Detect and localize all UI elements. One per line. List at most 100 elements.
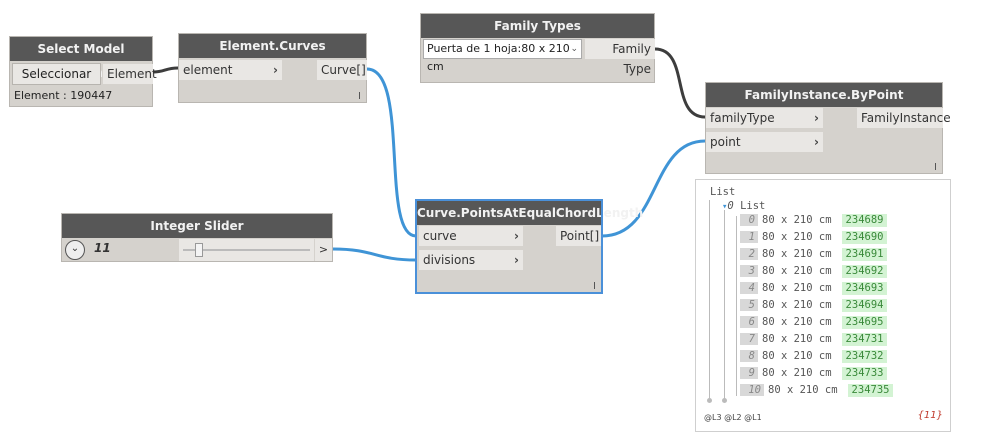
input-port-element[interactable]: element › (179, 60, 282, 80)
slider-track-area[interactable] (179, 239, 314, 261)
list-item-index: 7 (740, 333, 758, 345)
wire-element-to-curves[interactable] (152, 66, 179, 74)
list-item[interactable]: 0 80 x 210 cm 234689 (740, 212, 888, 228)
input-port-family-type[interactable]: familyType › (706, 108, 823, 128)
element-id-badge[interactable]: 234731 (841, 332, 888, 346)
watch-preview-panel[interactable]: List ▾0 List 0 80 x 210 cm 234689 1 80 x 210… (695, 179, 951, 432)
list-item[interactable]: 3 80 x 210 cm 234692 (740, 263, 888, 279)
list-item-name: 80 x 210 cm (762, 231, 832, 243)
list-item-index: 3 (740, 265, 758, 277)
tree-dot-l2 (722, 398, 727, 403)
element-id-badge[interactable]: 234689 (841, 213, 888, 227)
seleccionar-button[interactable]: Seleccionar (12, 63, 101, 85)
chevron-down-icon: ⌄ (570, 44, 578, 54)
slider-step-button[interactable]: > (315, 239, 332, 261)
select-model-element-node[interactable]: Select Model Element Seleccionar Element… (9, 36, 157, 107)
list-levels: @L3 @L2 @L1 (704, 413, 762, 422)
element-id-badge[interactable]: 234695 (841, 315, 888, 329)
list-item[interactable]: 7 80 x 210 cm 234731 (740, 331, 888, 347)
element-id-badge[interactable]: 234735 (847, 383, 894, 397)
input-port-divisions[interactable]: divisions › (419, 250, 523, 270)
element-id-badge[interactable]: 234732 (841, 349, 888, 363)
list-item[interactable]: 2 80 x 210 cm 234691 (740, 246, 888, 262)
list-item-index: 10 (740, 384, 764, 396)
wire-familytype-to-bypoint[interactable] (654, 47, 706, 119)
element-id-badge[interactable]: 234691 (841, 247, 888, 261)
root-list-label: List (710, 186, 736, 198)
list-item-index: 2 (740, 248, 758, 260)
chevron-right-icon: › (514, 229, 519, 243)
element-id-badge[interactable]: 234690 (841, 230, 888, 244)
family-type-dropdown[interactable]: Puerta de 1 hoja:80 x 210 cm ⌄ (423, 39, 582, 73)
node-title: Select Model Element (10, 37, 152, 80)
element-curves-node[interactable]: Element.Curves element › Curve[] (178, 33, 367, 103)
expand-toggle[interactable]: ⌄ (65, 240, 85, 260)
list-item-name: 80 x 210 cm (762, 333, 832, 345)
wire-curves-to-chord[interactable] (366, 67, 417, 238)
output-port-point[interactable]: Point[] (556, 226, 601, 246)
port-label: familyType (710, 111, 775, 125)
list-item[interactable]: 4 80 x 210 cm 234693 (740, 280, 888, 296)
tree-dot-l3 (707, 398, 712, 403)
integer-slider-node[interactable]: Integer Slider ⌄ 11 > (61, 213, 333, 262)
chevron-right-icon: > (318, 243, 329, 256)
node-title: Curve.PointsAtEqualChordLength (417, 201, 643, 225)
chevron-right-icon: › (814, 111, 819, 125)
list-item-name: 80 x 210 cm (762, 299, 832, 311)
list-item-index: 6 (740, 316, 758, 328)
list-item[interactable]: 5 80 x 210 cm 234694 (740, 297, 888, 313)
output-port-family-instance[interactable]: FamilyInstance (857, 108, 951, 128)
port-label: point (710, 135, 741, 149)
port-label: element (183, 63, 233, 77)
node-title: Element.Curves (179, 34, 366, 58)
chevron-right-icon: › (273, 63, 278, 77)
points-at-equal-chord-length-node[interactable]: Curve.PointsAtEqualChordLength curve › d… (415, 199, 643, 294)
collapse-arrow-icon[interactable]: ▾ (722, 202, 728, 212)
list-item[interactable]: 6 80 x 210 cm 234695 (740, 314, 888, 330)
resize-grip-icon[interactable] (359, 92, 360, 99)
tree-line-l3 (709, 200, 710, 400)
list-item-index: 5 (740, 299, 758, 311)
element-id-badge[interactable]: 234693 (841, 281, 888, 295)
list-item-name: 80 x 210 cm (762, 316, 832, 328)
tree-line-l2 (724, 210, 725, 400)
list-item-index: 0 (740, 214, 758, 226)
list-item-index: 4 (740, 282, 758, 294)
family-instance-by-point-node[interactable]: FamilyInstance.ByPoint familyType › poin… (705, 82, 951, 174)
input-port-point[interactable]: point › (706, 132, 823, 152)
node-title: FamilyInstance.ByPoint (706, 83, 942, 107)
slider-value[interactable]: 11 (94, 241, 111, 255)
slider-track (183, 249, 310, 251)
element-id-badge[interactable]: 234692 (841, 264, 888, 278)
chevron-down-icon: ⌄ (70, 243, 80, 254)
wire-slider-to-chord[interactable] (332, 247, 417, 262)
list-item-index: 1 (740, 231, 758, 243)
sub-list-header[interactable]: ▾0 List (722, 198, 765, 214)
tree-line-l1 (736, 216, 737, 396)
output-port-curve[interactable]: Curve[] (317, 60, 367, 80)
list-item-name: 80 x 210 cm (762, 350, 832, 362)
wire-chord-to-bypoint[interactable] (601, 139, 706, 238)
list-item-name: 80 x 210 cm (762, 265, 832, 277)
output-port-family-type[interactable]: Family Type (585, 39, 655, 76)
element-id-badge[interactable]: 234694 (841, 298, 888, 312)
output-port-element[interactable]: Element (103, 64, 157, 84)
list-item-index: 9 (740, 367, 758, 379)
list-item-name: 80 x 210 cm (768, 384, 838, 396)
family-types-node[interactable]: Family Types Puerta de 1 hoja:80 x 210 c… (420, 13, 655, 83)
list-item[interactable]: 10 80 x 210 cm 234735 (740, 382, 894, 398)
sub-list-index: 0 (727, 200, 734, 212)
input-port-curve[interactable]: curve › (419, 226, 523, 246)
resize-grip-icon[interactable] (935, 163, 936, 170)
element-status: Element : 190447 (14, 89, 113, 102)
list-item[interactable]: 1 80 x 210 cm 234690 (740, 229, 888, 245)
list-item-name: 80 x 210 cm (762, 214, 832, 226)
list-item-name: 80 x 210 cm (762, 248, 832, 260)
resize-grip-icon[interactable] (594, 282, 595, 289)
list-item-name: 80 x 210 cm (762, 282, 832, 294)
slider-thumb[interactable] (194, 243, 203, 257)
element-id-badge[interactable]: 234733 (841, 366, 888, 380)
